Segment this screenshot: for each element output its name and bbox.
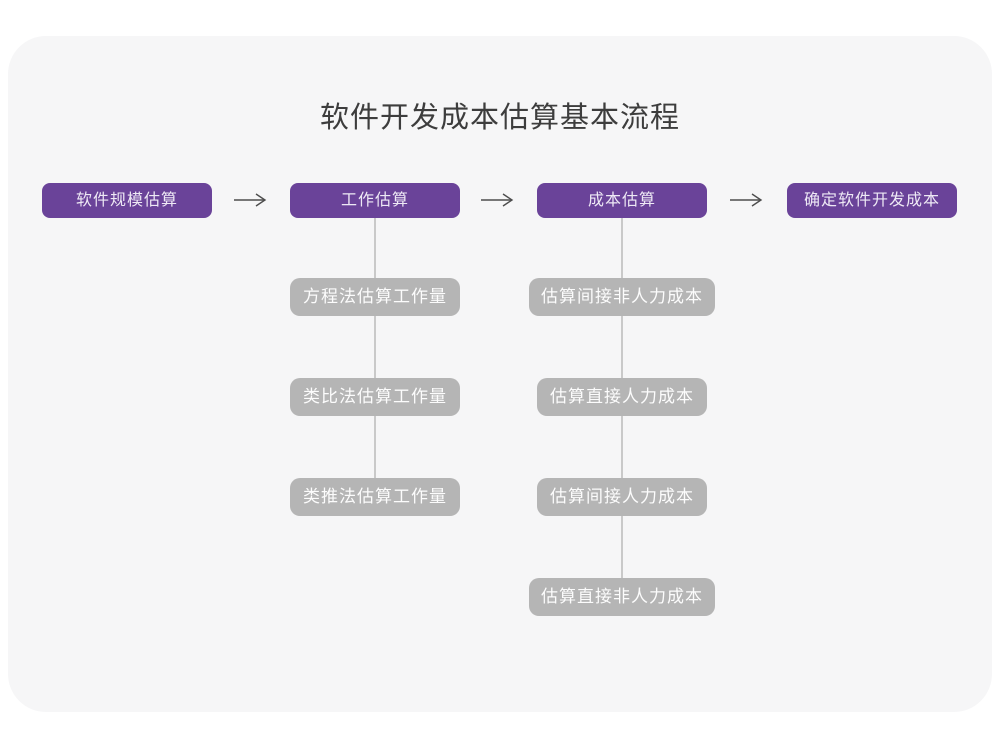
substep-direct-labor-cost: 估算直接人力成本 [537, 378, 707, 416]
substep-analogy-method: 类比法估算工作量 [290, 378, 460, 416]
stage-software-scale-estimation: 软件规模估算 [42, 183, 212, 218]
stage-cost-estimation: 成本估算 [537, 183, 707, 218]
diagram-title: 软件开发成本估算基本流程 [319, 102, 680, 134]
stage-determine-software-dev-cost: 确定软件开发成本 [787, 183, 957, 218]
right-arrow-icon [234, 193, 267, 207]
diagram-card [8, 36, 992, 712]
substep-indirect-labor-cost: 估算间接人力成本 [537, 478, 707, 516]
right-arrow-icon [481, 193, 514, 207]
right-arrow-icon [730, 193, 763, 207]
substep-extrapolation-method: 类推法估算工作量 [290, 478, 460, 516]
substep-direct-nonlabor-cost: 估算直接非人力成本 [529, 578, 715, 616]
stage-work-estimation: 工作估算 [290, 183, 460, 218]
substep-indirect-nonlabor-cost: 估算间接非人力成本 [529, 278, 715, 316]
connector-line-work [374, 218, 376, 496]
substep-equation-method: 方程法估算工作量 [290, 278, 460, 316]
